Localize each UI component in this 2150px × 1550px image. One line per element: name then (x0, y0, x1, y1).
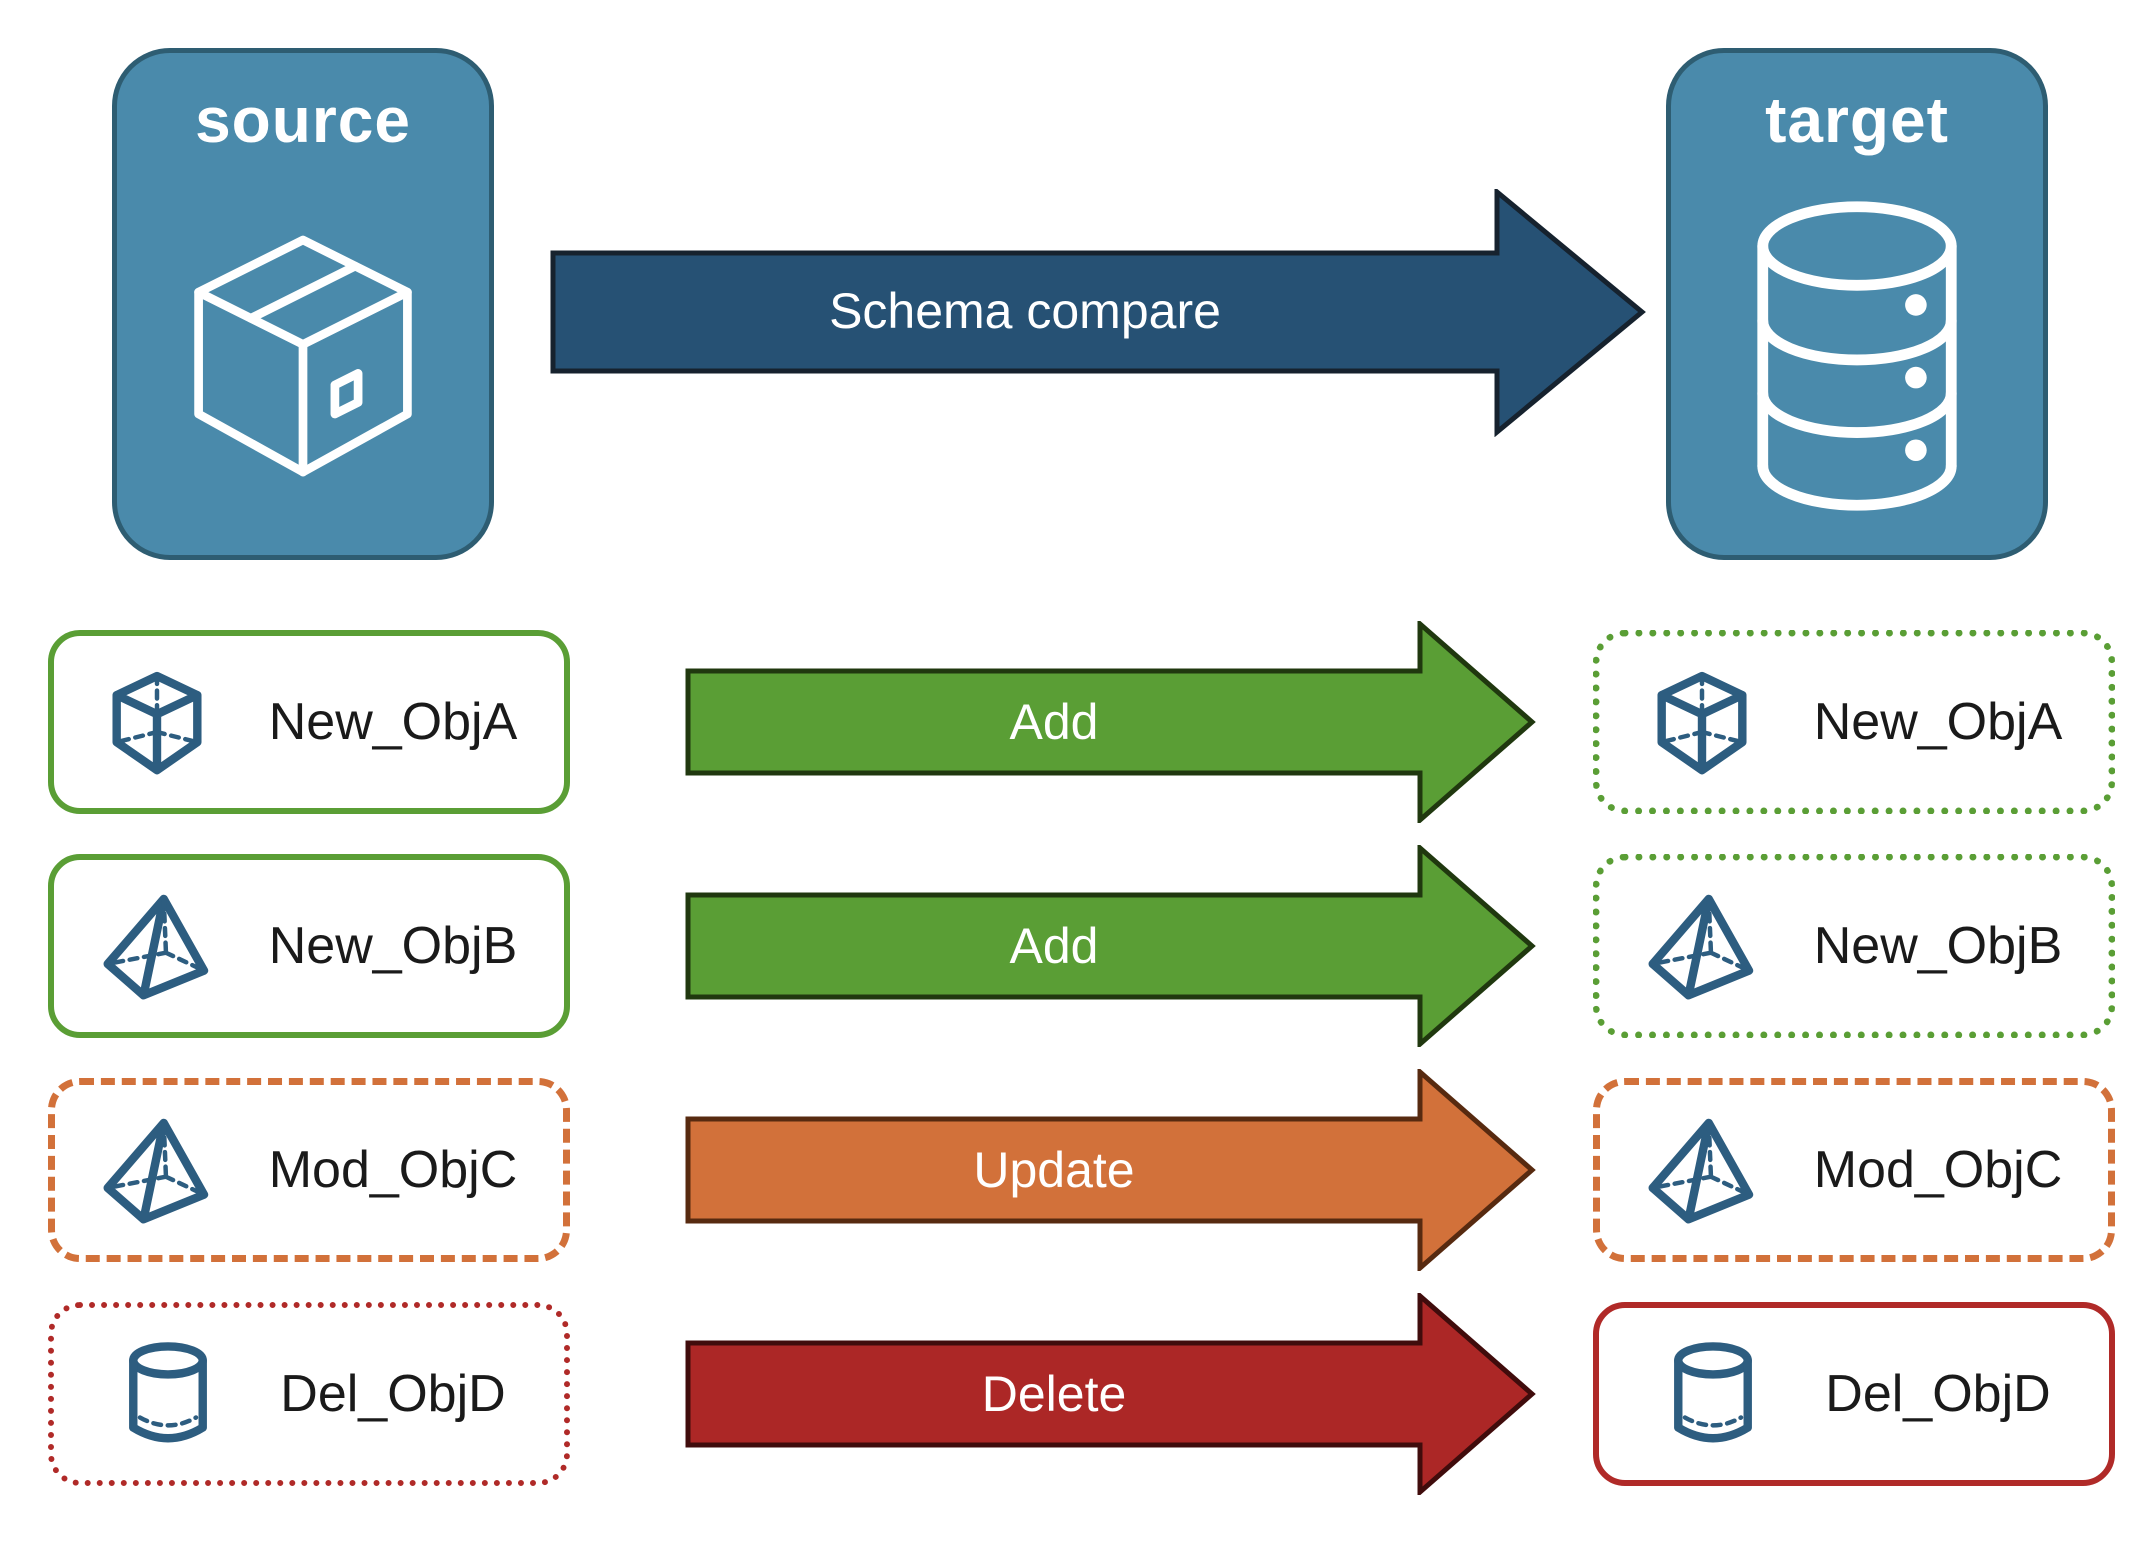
target-panel-icon-wrap (1671, 157, 2043, 555)
delete-arrow-label: Delete (981, 1366, 1127, 1422)
delete-arrow-shape (685, 1293, 1536, 1495)
object-card-source-mod-objc: Mod_ObjC (48, 1078, 570, 1262)
cylinder-icon (1674, 1342, 1753, 1443)
object-card-target-new-obja: New_ObjA (1593, 630, 2115, 814)
schema-compare-arrow-label: Schema compare (829, 283, 1221, 339)
update-arrow-shape (685, 1069, 1536, 1271)
source-panel-icon-wrap (117, 157, 489, 555)
object-card-label: New_ObjA (1813, 693, 2063, 751)
object-card-label: New_ObjA (268, 693, 518, 751)
update-arrow-row3 (685, 1069, 1536, 1271)
object-card-label: Mod_ObjC (268, 1141, 518, 1199)
object-card-source-new-obja: New_ObjA (48, 630, 570, 814)
object-card-label: New_ObjB (1813, 917, 2063, 975)
object-card-source-new-objb: New_ObjB (48, 854, 570, 1038)
database-icon (1757, 201, 1957, 511)
target-panel-title: target (1765, 84, 1949, 156)
pyramid-icon (1648, 1118, 1753, 1224)
update-arrow-label: Update (973, 1142, 1135, 1198)
source-panel: source (112, 48, 494, 560)
delete-arrow-row4 (685, 1293, 1536, 1495)
package-box-icon (194, 235, 412, 477)
cube-icon (112, 671, 202, 775)
object-card-target-del-objd: Del_ObjD (1593, 1302, 2115, 1486)
cylinder-icon (129, 1342, 208, 1443)
pyramid-icon (103, 1118, 208, 1224)
object-card-target-new-objb: New_ObjB (1593, 854, 2115, 1038)
pyramid-icon (1648, 894, 1753, 1000)
schema-compare-arrow-shape (550, 189, 1646, 437)
add-arrow-label: Add (1009, 694, 1099, 750)
add-arrow-row1 (685, 621, 1536, 823)
cube-icon (1657, 671, 1747, 775)
object-card-label: Mod_ObjC (1813, 1141, 2063, 1199)
add-arrow-label: Add (1009, 918, 1099, 974)
target-panel: target (1666, 48, 2048, 560)
object-card-source-del-objd: Del_ObjD (48, 1302, 570, 1486)
add-arrow-shape (685, 621, 1536, 823)
schema-compare-arrow (550, 189, 1646, 437)
add-arrow-row2 (685, 845, 1536, 1047)
object-card-label: Del_ObjD (280, 1365, 506, 1423)
object-card-label: Del_ObjD (1825, 1365, 2051, 1423)
object-card-label: New_ObjB (268, 917, 518, 975)
object-card-target-mod-objc: Mod_ObjC (1593, 1078, 2115, 1262)
pyramid-icon (103, 894, 208, 1000)
source-panel-title: source (195, 84, 411, 156)
add-arrow-shape (685, 845, 1536, 1047)
